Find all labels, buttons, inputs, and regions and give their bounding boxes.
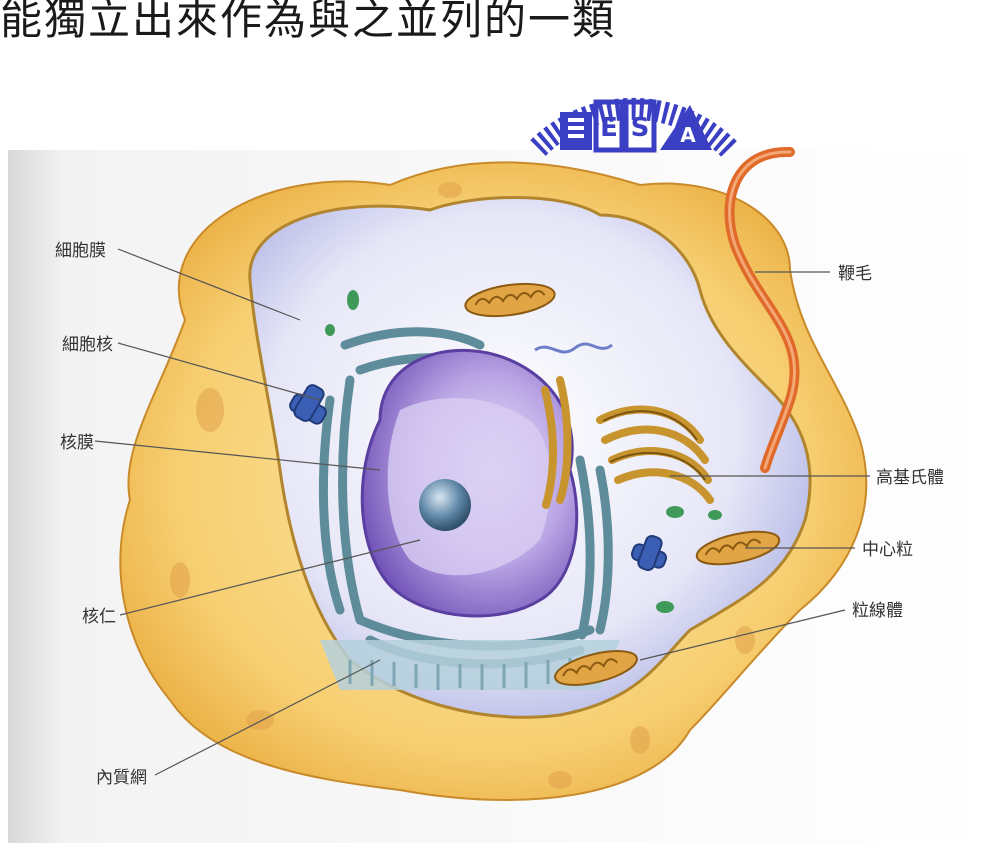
logo-letter-s: S — [631, 113, 650, 143]
label-nucleolus: 核仁 — [82, 607, 116, 627]
label-nuclear-envelope: 核膜 — [60, 433, 94, 453]
logo-letter-a: A — [680, 123, 696, 147]
label-flagellum: 鞭毛 — [838, 264, 872, 284]
label-centriole: 中心粒 — [862, 540, 913, 560]
label-nucleus: 細胞核 — [62, 335, 113, 355]
label-endoplasmic-reticulum: 內質網 — [96, 768, 147, 788]
label-mitochondrion: 粒線體 — [852, 601, 903, 621]
nucleolus-shape — [419, 479, 471, 531]
label-golgi: 高基氏體 — [876, 468, 944, 488]
logo-letter-e: E — [600, 113, 618, 143]
label-cell-membrane: 細胞膜 — [55, 241, 106, 261]
ntu-logo: E S A — [470, 95, 730, 150]
